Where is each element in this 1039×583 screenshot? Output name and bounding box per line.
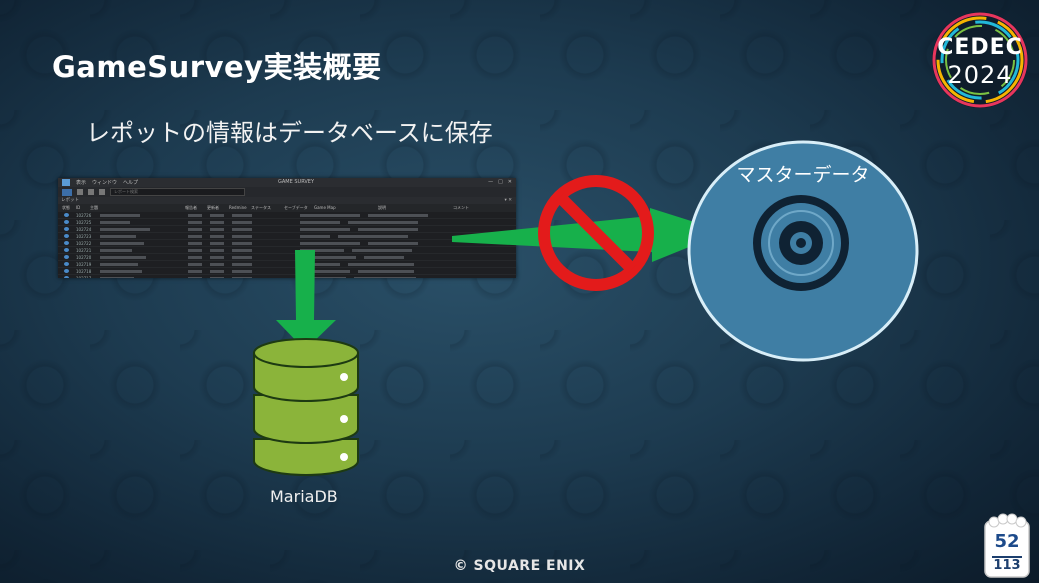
row-id: 102718 (76, 268, 92, 274)
row-id: 102721 (76, 247, 92, 253)
app-icon (62, 179, 70, 186)
cedec-logo: CEDEC 2024 (928, 8, 1032, 112)
table-row: 102725 (58, 219, 516, 226)
col-updater: 更新者 (207, 205, 219, 210)
row-id: 102719 (76, 261, 92, 267)
menu-item-window: ウィンドウ (92, 180, 118, 186)
app-window-title: GAME SURVEY (278, 179, 315, 185)
report-table-body: 102726 102725 102724 102723 102722 10272… (58, 212, 516, 278)
row-status-icon (64, 213, 69, 217)
row-id: 102726 (76, 212, 92, 218)
copyright-notice: © SQUARE ENIX (453, 558, 586, 574)
col-id: ID (76, 205, 81, 210)
row-status-icon (64, 269, 69, 273)
app-titlebar: 表示 ウィンドウ ヘルプ GAME SURVEY —□✕ (58, 178, 516, 187)
table-row: 102720 (58, 254, 516, 261)
toolbar-home-icon (62, 188, 72, 196)
col-savedata: セーブデータ (284, 205, 308, 210)
table-row: 102721 (58, 247, 516, 254)
row-id: 102722 (76, 240, 92, 246)
page-total: 113 (993, 558, 1021, 573)
table-row: 102719 (58, 261, 516, 268)
row-id: 102725 (76, 219, 92, 225)
row-status-icon (64, 234, 69, 238)
table-row: 102724 (58, 226, 516, 233)
row-status-icon (64, 255, 69, 259)
row-status-icon (64, 248, 69, 252)
master-data-disc: マスターデータ (687, 140, 919, 362)
toolbar-filter-icon (88, 189, 94, 195)
row-id: 102723 (76, 233, 92, 239)
row-status-icon (64, 276, 69, 278)
database-icon (252, 335, 360, 477)
col-reporter: 報告者 (185, 205, 197, 210)
slide-title: GameSurvey実装概要 (52, 50, 382, 84)
row-id: 102717 (76, 275, 92, 279)
game-survey-app-screenshot: 表示 ウィンドウ ヘルプ GAME SURVEY —□✕ レポート検索 レポット… (58, 178, 516, 278)
table-row: 102717 (58, 275, 516, 278)
col-gamemap: Game Map (314, 205, 336, 210)
table-row: 102722 (58, 240, 516, 247)
report-table-header: 状態 ID 主題 報告者 更新者 Redmine ステータス セーブデータ Ga… (58, 204, 516, 212)
page-number-badge: 52 113 (982, 513, 1032, 579)
toolbar-add-icon (77, 189, 83, 195)
row-id: 102724 (76, 226, 92, 232)
prohibited-icon (538, 175, 654, 291)
col-state: ステータス (251, 205, 271, 210)
logo-text-year: 2024 (947, 61, 1013, 89)
table-row: 102723 (58, 233, 516, 240)
database-label: MariaDB (270, 487, 338, 506)
row-status-icon (64, 227, 69, 231)
page-current: 52 (994, 531, 1020, 552)
row-status-icon (64, 220, 69, 224)
report-panel-header: レポット ▾ ✕ (58, 197, 516, 204)
window-controls: —□✕ (488, 179, 512, 185)
col-description: 説明 (378, 205, 386, 210)
panel-pin-icon: ▾ ✕ (504, 198, 512, 203)
toolbar-save-icon (99, 189, 105, 195)
row-status-icon (64, 262, 69, 266)
slide-subtitle: レポットの情報はデータベースに保存 (86, 119, 493, 147)
menu-item-view: 表示 (76, 180, 87, 186)
app-search-field: レポート検索 (110, 188, 245, 196)
logo-text-cedec: CEDEC (937, 35, 1023, 60)
col-redmine: Redmine (229, 205, 247, 210)
col-subject: 主題 (90, 205, 98, 210)
col-comment: コメント (453, 205, 469, 210)
col-status: 状態 (62, 205, 70, 210)
table-row: 102726 (58, 212, 516, 219)
report-panel-title: レポット (61, 198, 79, 203)
table-row: 102718 (58, 268, 516, 275)
arrow-to-master-data (452, 208, 726, 262)
menu-item-help: ヘルプ (123, 180, 139, 186)
disc-label: マスターデータ (736, 164, 870, 186)
app-toolbar: レポート検索 (58, 187, 516, 197)
row-id: 102720 (76, 254, 92, 260)
arrow-to-database (276, 250, 336, 350)
row-status-icon (64, 241, 69, 245)
